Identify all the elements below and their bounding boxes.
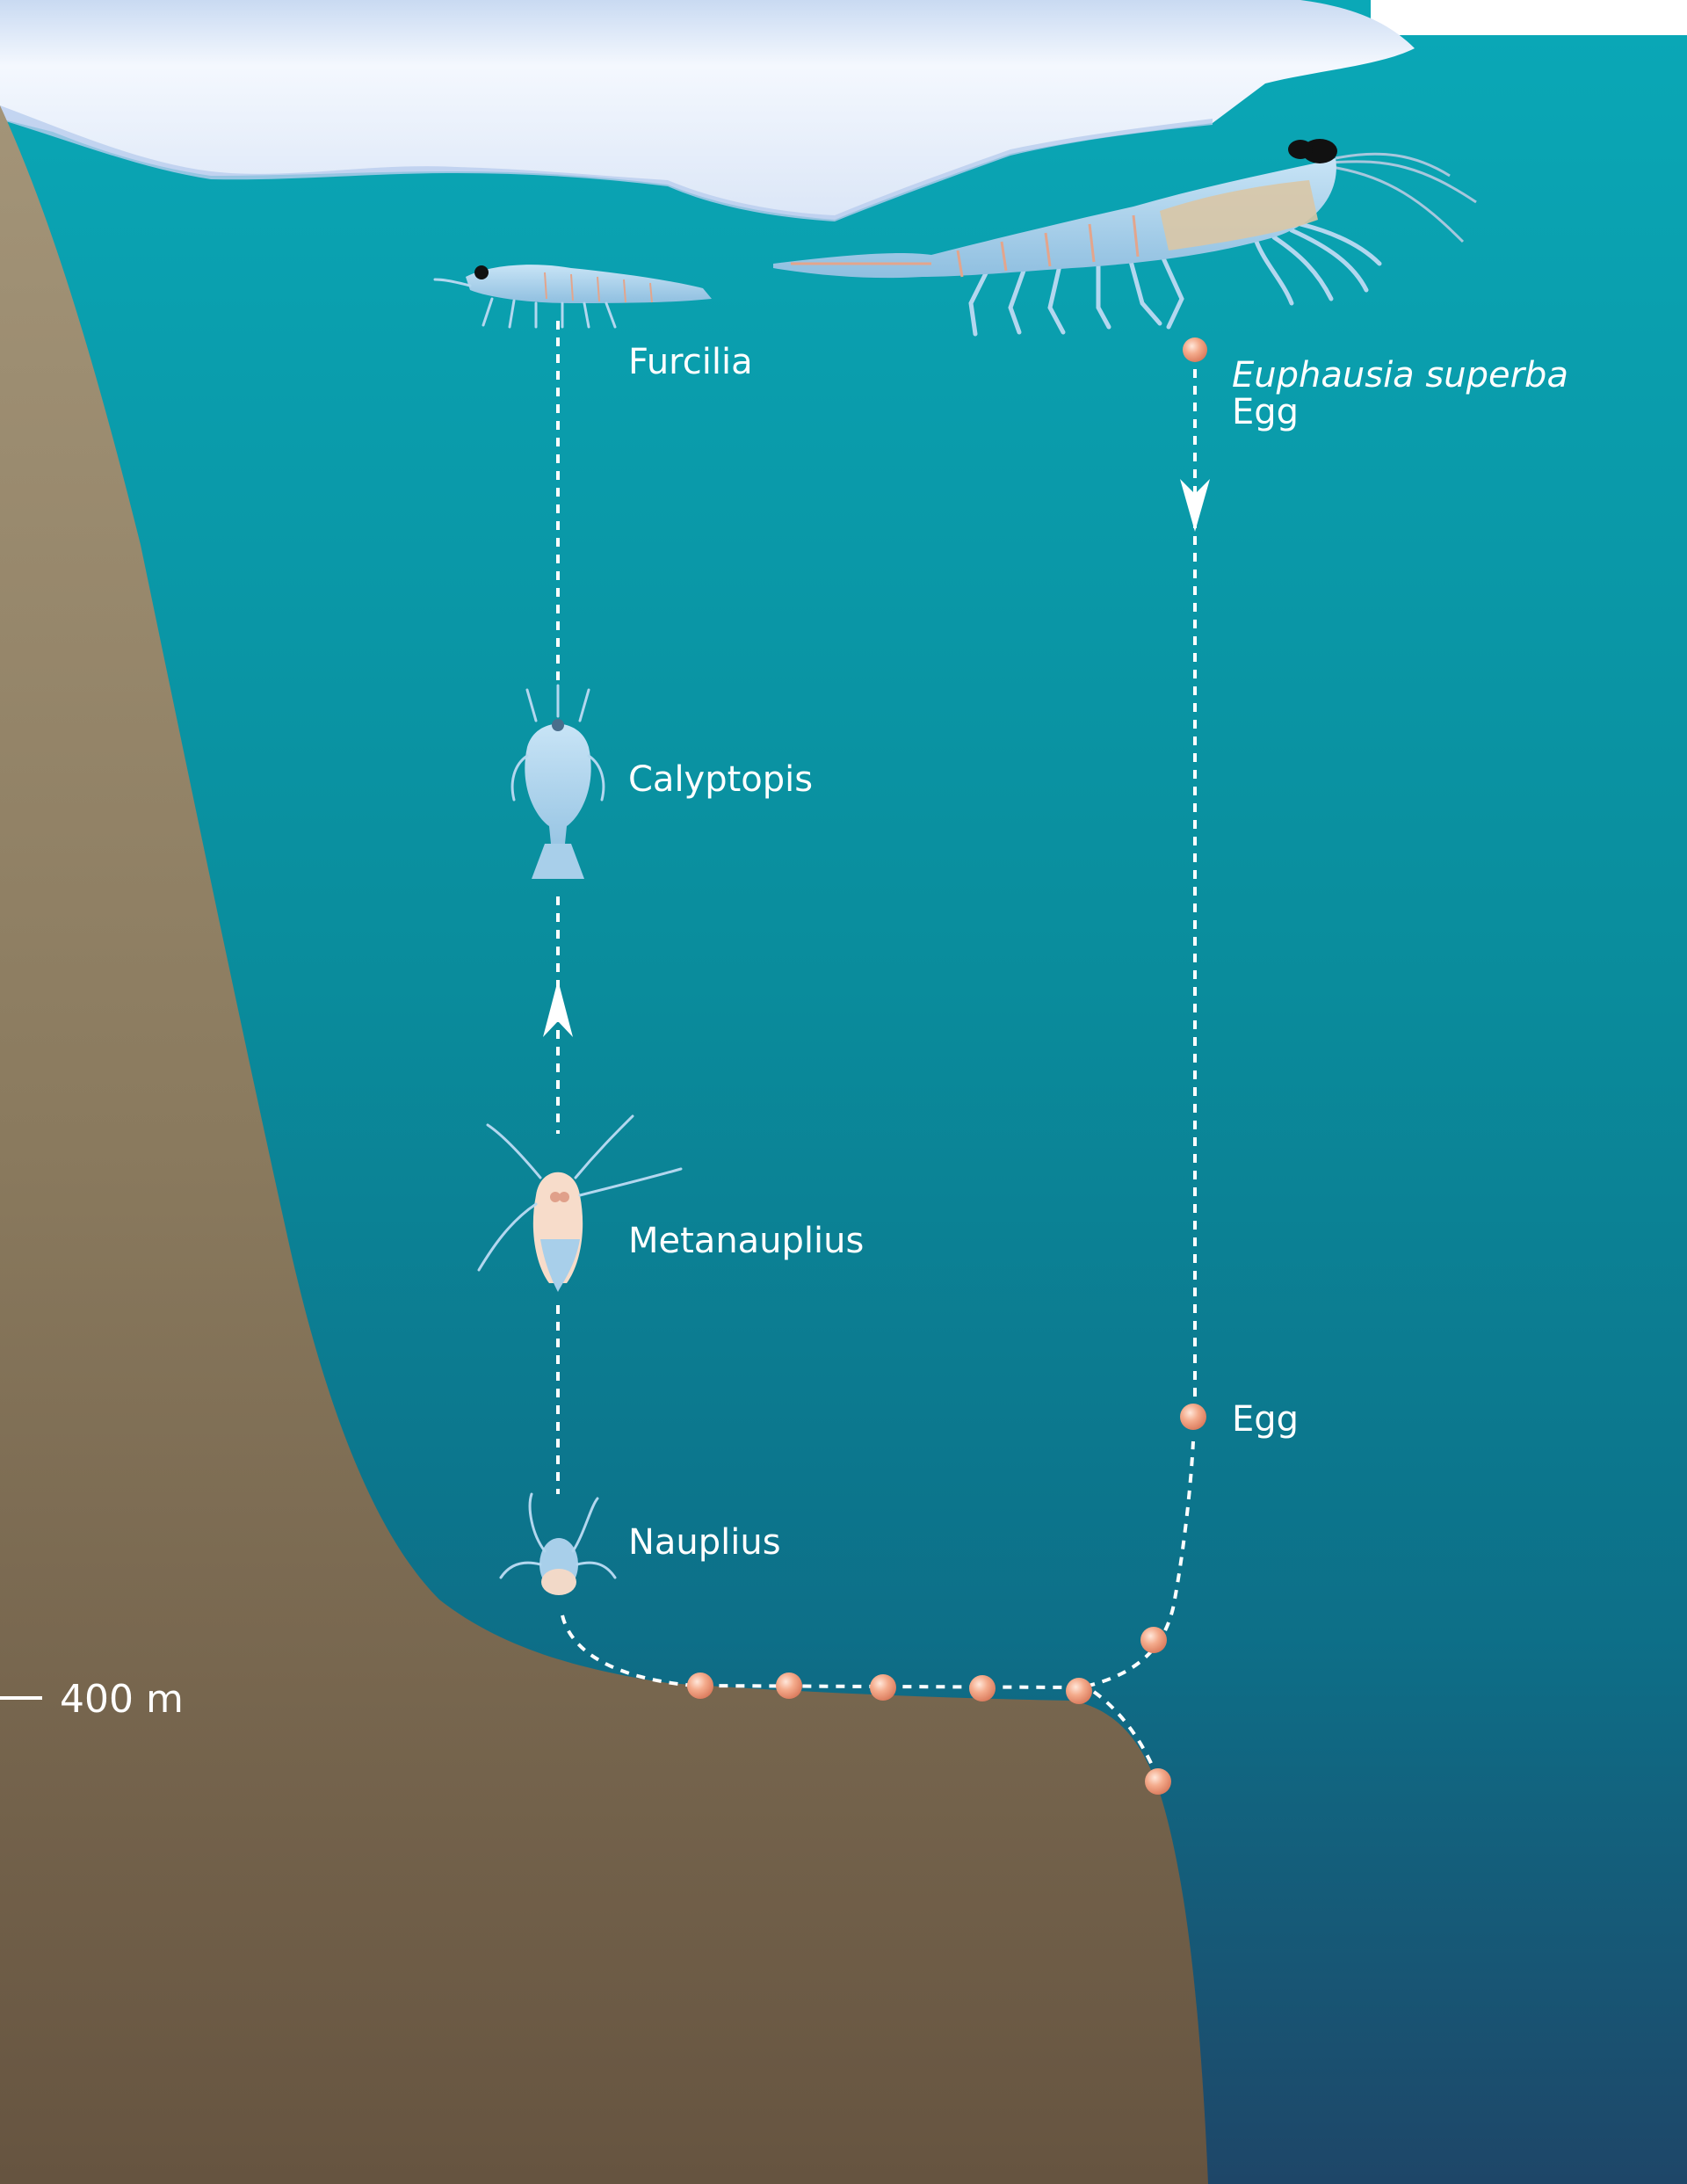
egg xyxy=(1066,1678,1092,1704)
nauplius-illustration xyxy=(499,1492,617,1595)
egg xyxy=(870,1674,896,1701)
path-branch xyxy=(1092,1690,1160,1781)
adult-krill-illustration xyxy=(773,139,1477,337)
egg xyxy=(1180,1404,1206,1430)
calyptopis-label: Calyptopis xyxy=(628,759,813,800)
nauplius-label: Nauplius xyxy=(628,1522,781,1563)
eggs xyxy=(687,337,1207,1795)
metanauplius-illustration xyxy=(477,1114,683,1292)
egg-label-mid: Egg xyxy=(1232,1399,1299,1440)
egg xyxy=(1145,1768,1171,1795)
arrow-up xyxy=(543,980,573,1037)
egg xyxy=(1183,337,1207,362)
sky-strip xyxy=(1371,0,1687,35)
metanauplius-label: Metanauplius xyxy=(628,1221,864,1261)
seabed xyxy=(0,105,1208,2184)
furcilia-label: Furcilia xyxy=(628,342,753,382)
sea-ice-shade xyxy=(0,105,1213,221)
egg xyxy=(776,1672,802,1699)
egg xyxy=(1140,1627,1167,1653)
calyptopis-illustration xyxy=(510,684,605,879)
egg xyxy=(969,1675,996,1701)
path-bottom xyxy=(561,1440,1195,1690)
egg xyxy=(687,1672,713,1699)
depth-label: 400 m xyxy=(60,1677,184,1722)
egg-label-top: Egg xyxy=(1232,392,1299,432)
species-label: Euphausia superba xyxy=(1232,355,1568,395)
furcilia-illustration xyxy=(433,265,712,329)
sea-ice xyxy=(0,0,1415,220)
arrow-down xyxy=(1180,479,1210,532)
